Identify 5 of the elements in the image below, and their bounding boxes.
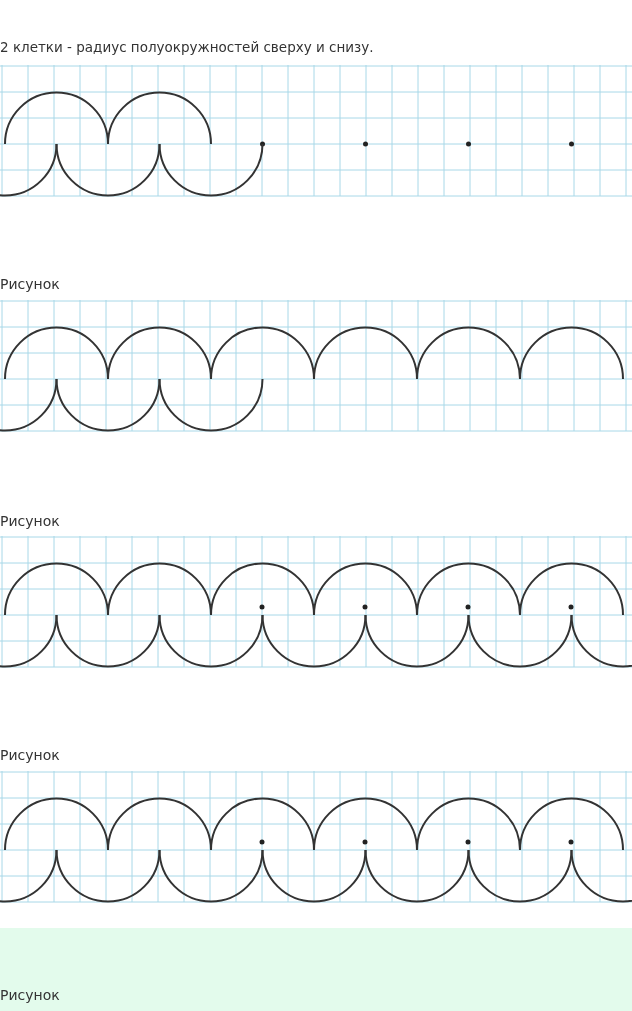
figure-label: Рисунок — [0, 746, 60, 765]
figure-label: Рисунок — [0, 275, 60, 294]
title: 2 клетки - радиус полуокружностей сверху и снизу. — [0, 38, 374, 57]
figure-label: Рисунок — [0, 986, 60, 1005]
figure-label: Рисунок — [0, 512, 60, 531]
